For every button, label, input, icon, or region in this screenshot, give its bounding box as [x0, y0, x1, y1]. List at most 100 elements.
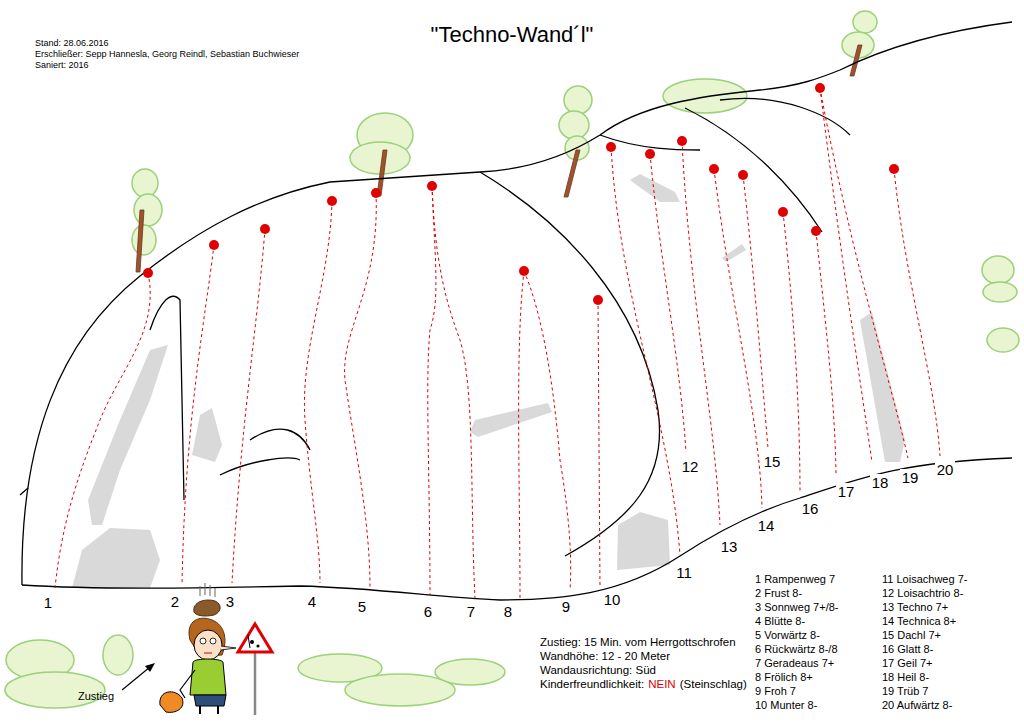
route-number: 18: [870, 474, 891, 491]
route-number: 6: [422, 603, 434, 620]
route-line: [783, 212, 800, 492]
anchor-dot: [209, 240, 219, 250]
anchor-dot: [427, 181, 437, 191]
bush: [982, 256, 1014, 284]
route-line: [820, 88, 872, 462]
route-number: 12: [680, 458, 701, 475]
route-list-entry: 9 Froh 7: [755, 685, 796, 698]
header-note: Erschließer: Sepp Hannesla, Georg Reindl…: [35, 49, 299, 59]
anchor-dot: [371, 188, 381, 198]
route-list-entry: 19 Trüb 7: [882, 685, 928, 698]
route-number: 20: [935, 461, 956, 478]
bush: [103, 635, 133, 675]
rock-slab: [88, 345, 168, 525]
route-line: [524, 271, 571, 590]
anchor-dot: [645, 149, 655, 159]
tree-foliage: [559, 111, 589, 139]
route-line: [304, 201, 332, 583]
boulder: [72, 528, 160, 588]
route-number: 19: [900, 469, 921, 486]
route-line: [232, 229, 265, 583]
nose: [221, 646, 236, 650]
route-list-entry: 17 Geil 7+: [882, 657, 932, 670]
rock-edge: [720, 98, 850, 135]
approach-arrow: [122, 663, 155, 690]
route-line: [598, 300, 600, 588]
route-number: 9: [560, 598, 572, 615]
anchor-dot: [811, 226, 821, 236]
info-line: Zustieg: 15 Min. vom Herrgottschrofen: [540, 636, 736, 649]
route-list-entry: 4 Blütte 8-: [755, 615, 805, 628]
tree-foliage: [663, 79, 747, 113]
route-line: [55, 273, 150, 588]
anchor-dot: [778, 207, 788, 217]
shirt: [190, 659, 226, 695]
route-number: 1: [42, 594, 54, 611]
climber-figure: [160, 618, 236, 714]
shorts: [194, 695, 226, 706]
anchor-dot: [327, 196, 337, 206]
legs: [200, 706, 218, 714]
tree-trunk: [136, 210, 144, 272]
route-list-entry: 20 Aufwärtz 8-: [882, 699, 952, 712]
route-line: [345, 193, 377, 588]
route-list-entry: 11 Loisachweg 7-: [882, 573, 967, 586]
tree-foliage: [350, 142, 410, 174]
anchor-dot: [260, 224, 270, 234]
route-line: [894, 169, 940, 456]
route-line: [182, 245, 214, 585]
route-number: 5: [356, 598, 368, 615]
route-number: 16: [800, 500, 821, 517]
sign-symbol: [250, 640, 254, 644]
route-line: [432, 186, 475, 598]
approach-label: Zustieg: [78, 690, 114, 703]
header-note: Stand: 28.06.2016: [35, 38, 109, 48]
route-list-entry: 18 Heil 8-: [882, 671, 929, 684]
tree-foliage: [132, 225, 156, 255]
rock-edge: [480, 172, 660, 556]
route-number: 10: [602, 591, 623, 608]
tree-trunk: [564, 150, 580, 197]
info-line: Wandhöhe: 12 - 20 Meter: [540, 650, 670, 663]
anchor-dot: [519, 266, 529, 276]
route-list-entry: 15 Dachl 7+: [882, 629, 941, 642]
route-line: [428, 186, 436, 595]
rock-slab: [860, 312, 905, 462]
bush: [435, 659, 505, 685]
crag-outline: [22, 22, 1012, 585]
falling-rock: [194, 583, 220, 616]
route-number: 3: [224, 593, 236, 610]
info-line: (Steinschlag): [680, 678, 747, 691]
route-line: [650, 154, 686, 452]
tree-foliage: [853, 11, 877, 33]
route-number: 15: [762, 453, 783, 470]
info-line: Kinderfreundlichkeit:: [540, 678, 644, 691]
crag-base: [22, 458, 1012, 600]
route-list-entry: 1 Rampenweg 7: [755, 573, 835, 586]
route-line: [611, 147, 680, 555]
route-number: 11: [674, 564, 694, 581]
route-number: 4: [306, 593, 318, 610]
route-number: 7: [465, 603, 477, 620]
route-list-entry: 10 Munter 8-: [755, 699, 817, 712]
route-line: [820, 88, 908, 458]
route-list-entry: 5 Vorwärtz 8-: [755, 629, 820, 642]
info-line: Wandausrichtung: Süd: [540, 664, 656, 677]
anchor-dot: [677, 136, 687, 146]
route-list-entry: 6 Rückwärtz 8-/8: [755, 643, 838, 656]
anchor-dot: [738, 170, 748, 180]
anchor-dot: [889, 164, 899, 174]
ledge: [470, 403, 552, 437]
route-list-entry: 13 Techno 7+: [882, 601, 948, 614]
rock-edge: [250, 429, 310, 450]
arrow-head: [145, 663, 155, 672]
route-number: 2: [169, 593, 181, 610]
arrow-line: [122, 667, 150, 690]
rock-edge: [150, 296, 184, 500]
rock-slab: [192, 408, 222, 462]
route-line: [816, 231, 836, 474]
helmet: [160, 692, 183, 713]
header-note: Saniert: 2016: [35, 60, 89, 70]
rock-edge: [685, 108, 822, 232]
eye: [200, 638, 206, 644]
